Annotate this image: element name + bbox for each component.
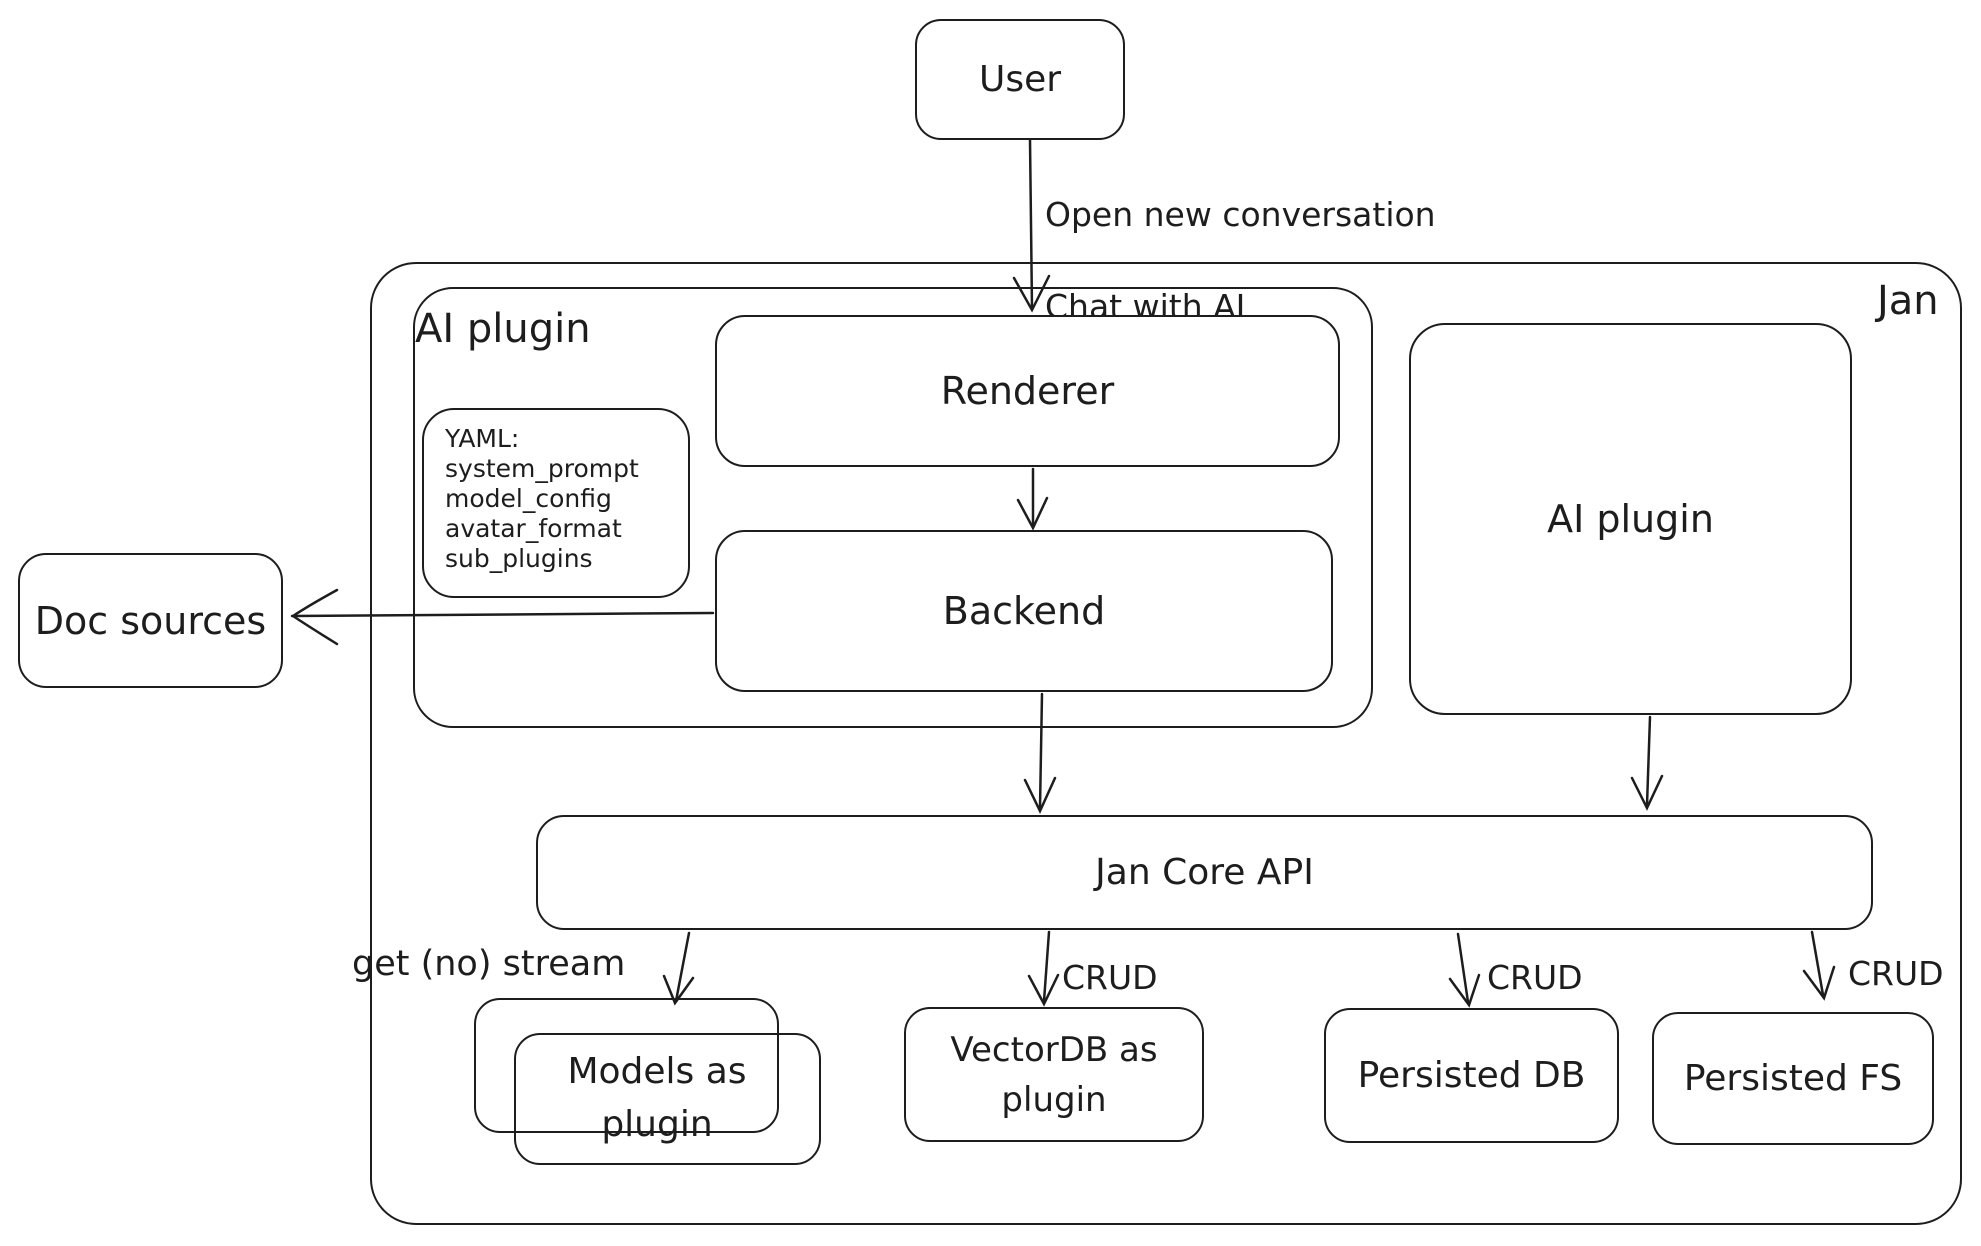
ai-plugin-left-label: AI plugin bbox=[415, 306, 591, 352]
crud-persisted-fs-edge-label: CRUD bbox=[1848, 954, 1944, 993]
yaml-note-line: sub_plugins bbox=[445, 544, 593, 573]
jan-container-box bbox=[370, 262, 1962, 1225]
vectordb-as-plugin-node: VectorDB as plugin bbox=[904, 1007, 1204, 1142]
ai-plugin-right-label: AI plugin bbox=[1547, 497, 1714, 541]
jan-core-api-node: Jan Core API bbox=[536, 815, 1873, 930]
backend-node: Backend bbox=[715, 530, 1333, 692]
ai-plugin-left-container-box bbox=[413, 287, 1373, 728]
models-as-plugin-front-box bbox=[514, 1033, 821, 1165]
backend-node-label: Backend bbox=[942, 589, 1106, 633]
user-node-label: User bbox=[978, 59, 1062, 100]
yaml-note-line: avatar_format bbox=[445, 514, 622, 543]
vectordb-as-plugin-label: VectorDB as plugin bbox=[950, 1029, 1158, 1120]
persisted-db-label: Persisted DB bbox=[1357, 1055, 1586, 1096]
user-node: User bbox=[915, 19, 1125, 140]
renderer-node: Renderer bbox=[715, 315, 1340, 467]
doc-sources-node: Doc sources bbox=[18, 553, 283, 688]
get-no-stream-edge-label: get (no) stream bbox=[352, 944, 626, 984]
crud-persisted-db-edge-label: CRUD bbox=[1487, 958, 1583, 997]
yaml-note-content: YAML: system_prompt model_config avatar_… bbox=[424, 410, 639, 574]
models-as-plugin-label: Models as plugin bbox=[567, 1051, 747, 1145]
yaml-note-line: system_prompt bbox=[445, 454, 639, 483]
jan-container-label: Jan bbox=[1877, 278, 1939, 324]
ai-plugin-right-node: AI plugin bbox=[1409, 323, 1852, 715]
persisted-db-node: Persisted DB bbox=[1324, 1008, 1619, 1143]
yaml-note-title: YAML: bbox=[445, 424, 520, 453]
renderer-node-label: Renderer bbox=[940, 369, 1115, 413]
persisted-fs-node: Persisted FS bbox=[1652, 1012, 1934, 1145]
persisted-fs-label: Persisted FS bbox=[1683, 1058, 1903, 1099]
yaml-note-line: model_config bbox=[445, 484, 612, 513]
models-as-plugin-back-box bbox=[474, 998, 779, 1133]
user-action-line-1: Open new conversation bbox=[1045, 195, 1436, 234]
doc-sources-label: Doc sources bbox=[34, 598, 267, 643]
crud-vectordb-edge-label: CRUD bbox=[1062, 958, 1158, 997]
jan-core-api-label: Jan Core API bbox=[1095, 852, 1314, 893]
yaml-note: YAML: system_prompt model_config avatar_… bbox=[422, 408, 690, 598]
